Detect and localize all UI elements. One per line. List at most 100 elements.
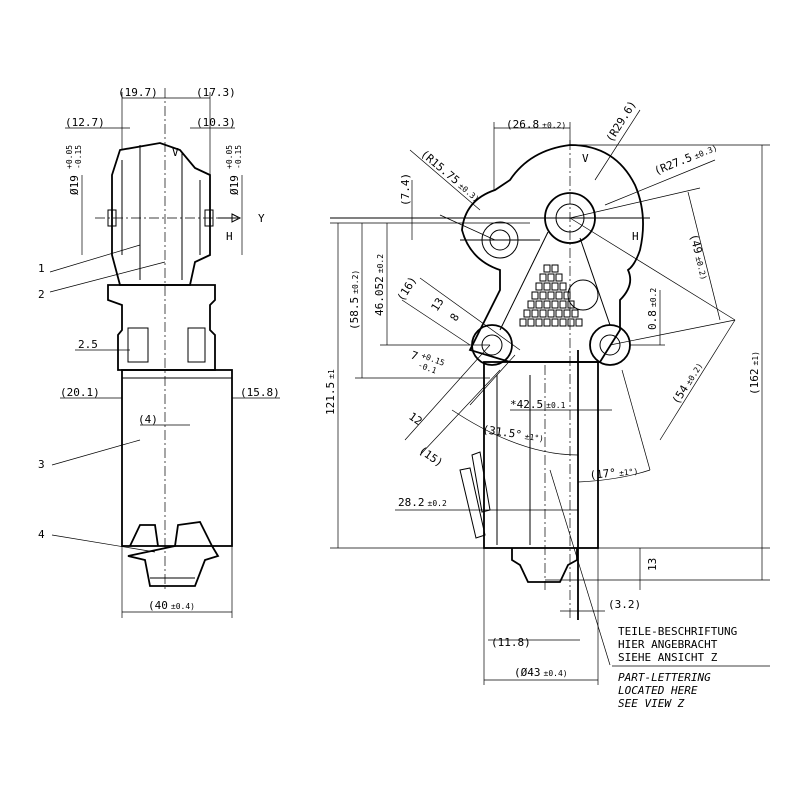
rib-cell xyxy=(547,273,555,282)
dim-12: 12 xyxy=(406,410,424,428)
callout-2: 2 xyxy=(38,288,45,301)
dim-15-8: (15.8) xyxy=(240,386,280,399)
rib-cell xyxy=(539,291,547,300)
right-front-view xyxy=(330,109,770,685)
rib-cell xyxy=(551,318,559,327)
dim-40: (40±0.4) xyxy=(148,599,195,612)
axis-y-label: Y xyxy=(258,212,265,225)
svg-text:PART-LETTERING: PART-LETTERING xyxy=(618,671,711,684)
dim-8: 8 xyxy=(448,311,463,324)
svg-text:7: 7 xyxy=(409,349,420,363)
dim-12-7: (12.7) xyxy=(65,116,105,129)
callout-1: 1 xyxy=(38,262,45,275)
rib-cell xyxy=(539,273,547,282)
rib-cell xyxy=(551,282,559,291)
angle-31-5: (31.5°±1°) xyxy=(482,423,545,445)
rib-cell xyxy=(555,291,563,300)
dim-13-angled: 13 xyxy=(429,295,447,313)
dim-19-7: (19.7) xyxy=(118,86,158,99)
svg-text:+0.05: +0.05 xyxy=(65,145,74,169)
axis-h-label-right: H xyxy=(632,230,639,243)
dim-15: (15) xyxy=(416,444,445,470)
rib-cell xyxy=(547,309,555,318)
dim-16: (16) xyxy=(395,274,420,303)
radius-29-6: (R29.6) xyxy=(604,98,640,144)
dia-19-left-label: Ø19 +0.05 -0.15 xyxy=(65,145,83,195)
dim-13-vertical: 13 xyxy=(646,558,659,571)
angle-17: (17°±1°) xyxy=(589,464,639,482)
left-side-view xyxy=(49,88,280,618)
dim-20-1: (20.1) xyxy=(60,386,100,399)
rib-cell xyxy=(555,273,563,282)
svg-text:TEILE-BESCHRIFTUNG: TEILE-BESCHRIFTUNG xyxy=(618,625,737,638)
svg-text:-0.15: -0.15 xyxy=(234,145,243,169)
rib-cell xyxy=(539,309,547,318)
dim-7-4: (7.4) xyxy=(399,173,412,206)
dim-10-3: (10.3) xyxy=(196,116,236,129)
svg-text:HIER ANGEBRACHT: HIER ANGEBRACHT xyxy=(618,638,718,651)
rib-cell xyxy=(543,264,551,273)
rib-cell xyxy=(527,300,535,309)
dim-0-8: 0.8±0.2 xyxy=(646,288,659,330)
dim-49: (49±0.2) xyxy=(687,233,711,282)
dim-54: (54±0.2) xyxy=(670,360,706,407)
svg-text:+0.05: +0.05 xyxy=(225,145,234,169)
dim-58-5: (58.5±0.2) xyxy=(348,270,361,330)
rib-cell xyxy=(543,282,551,291)
part-lettering-note: TEILE-BESCHRIFTUNG HIER ANGEBRACHT SIEHE… xyxy=(618,625,737,710)
radius-15-75: (R15.75±0.3) xyxy=(418,147,483,204)
dim-43: (Ø43±0.4) xyxy=(514,666,568,679)
dim-11-8: (11.8) xyxy=(491,636,531,649)
rib-cell xyxy=(567,300,575,309)
rib-cell xyxy=(555,309,563,318)
rib-cell xyxy=(563,291,571,300)
rib-cell xyxy=(543,300,551,309)
rib-cell xyxy=(523,309,531,318)
rib-cell xyxy=(563,309,571,318)
svg-text:SIEHE ANSICHT Z: SIEHE ANSICHT Z xyxy=(618,651,718,664)
svg-text:SEE VIEW Z: SEE VIEW Z xyxy=(618,697,685,710)
dim-4: (4) xyxy=(138,413,158,426)
svg-text:-0.15: -0.15 xyxy=(74,145,83,169)
rib-cell xyxy=(535,300,543,309)
rib-cell xyxy=(519,318,527,327)
rib-cell xyxy=(567,318,575,327)
rib-cell xyxy=(543,318,551,327)
axis-h-label: H xyxy=(226,230,233,243)
rib-cell xyxy=(559,318,567,327)
axis-v-label: V xyxy=(172,146,179,159)
dim-17-3: (17.3) xyxy=(196,86,236,99)
rib-cell xyxy=(535,282,543,291)
dim-42-5: *42.5±0.1 xyxy=(510,398,566,411)
rib-cell xyxy=(551,264,559,273)
svg-text:Ø19: Ø19 xyxy=(228,175,241,195)
dim-2-5: 2.5 xyxy=(78,338,98,351)
left-view-labels: (19.7) (17.3) (12.7) (10.3) Ø19 +0.05 -0… xyxy=(38,86,280,612)
callout-4: 4 xyxy=(38,528,45,541)
rib-grid xyxy=(519,264,583,327)
rib-cell xyxy=(559,282,567,291)
dim-3-2: (3.2) xyxy=(608,598,641,611)
rib-cell xyxy=(571,309,579,318)
right-view-labels: (26.8±0.2) (R29.6) (R27.5±0.3) (R15.75±0… xyxy=(324,98,761,679)
dim-162: (162±1) xyxy=(748,351,761,395)
rib-cell xyxy=(575,318,583,327)
dia-19-right-label: Ø19 +0.05 -0.15 xyxy=(225,145,243,195)
rib-cell xyxy=(527,318,535,327)
rib-cell xyxy=(531,309,539,318)
rib-cell xyxy=(535,318,543,327)
rib-cell xyxy=(547,291,555,300)
dim-46-052: 46.052±0.2 xyxy=(373,254,386,316)
svg-text:Ø19: Ø19 xyxy=(68,175,81,195)
dim-7-tol: 7 +0.15 -0.1 xyxy=(409,349,446,376)
dim-121-5: 121.5±1 xyxy=(324,369,337,415)
axis-v-label-right: V xyxy=(582,152,589,165)
callout-3: 3 xyxy=(38,458,45,471)
svg-text:LOCATED HERE: LOCATED HERE xyxy=(618,684,698,697)
rib-cell xyxy=(531,291,539,300)
rib-cell xyxy=(551,300,559,309)
dim-28-2: 28.2±0.2 xyxy=(398,496,447,509)
rib-cell xyxy=(559,300,567,309)
